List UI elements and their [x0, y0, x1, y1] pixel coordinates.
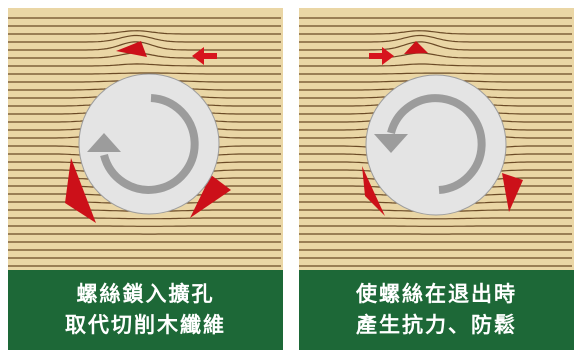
screw-in-diagram: [8, 8, 283, 270]
compression-zone: [190, 175, 231, 218]
caption: 螺絲鎖入擴孔 取代切削木纖維: [8, 270, 283, 350]
fiber-line: [299, 52, 572, 59]
caption-line-1: 使螺絲在退出時: [356, 282, 517, 306]
direction-arrow-left-icon: [192, 47, 217, 65]
fiber-line: [299, 72, 572, 75]
fiber-line: [299, 34, 572, 43]
compression-zone: [502, 173, 523, 212]
fiber-line: [299, 63, 572, 67]
panel-screw-out: 使螺絲在退出時 產生抗力、防鬆: [299, 8, 574, 350]
compression-zone: [404, 41, 428, 54]
rotation-arrow-arc: [387, 94, 486, 194]
compression-zone: [362, 166, 385, 216]
fiber-line: [299, 41, 572, 51]
wood-fiber-lines: [299, 17, 572, 267]
rotation-arrow-arc: [100, 94, 199, 194]
caption: 使螺絲在退出時 產生抗力、防鬆: [299, 270, 574, 350]
fiber-line: [299, 30, 572, 35]
fiber-line: [8, 30, 281, 35]
panel-screw-in: 螺絲鎖入擴孔 取代切削木纖維: [8, 8, 283, 350]
caption-line-1: 螺絲鎖入擴孔: [76, 282, 215, 306]
fiber-line: [8, 41, 281, 51]
fiber-line: [8, 217, 281, 220]
fiber-line: [299, 217, 572, 220]
compression-zone: [65, 158, 96, 223]
screw-out-diagram: [299, 8, 574, 270]
compression-zone: [116, 41, 147, 57]
rotation-arrowhead-icon: [87, 133, 121, 152]
caption-line-2: 產生抗力、防鬆: [356, 313, 517, 337]
caption-line-2: 取代切削木纖維: [65, 313, 226, 337]
rotation-arrowhead-icon: [374, 134, 408, 153]
fiber-line: [8, 63, 281, 67]
fiber-line: [8, 72, 281, 75]
direction-arrow-right-icon: [369, 47, 394, 65]
fiber-line: [8, 34, 281, 43]
